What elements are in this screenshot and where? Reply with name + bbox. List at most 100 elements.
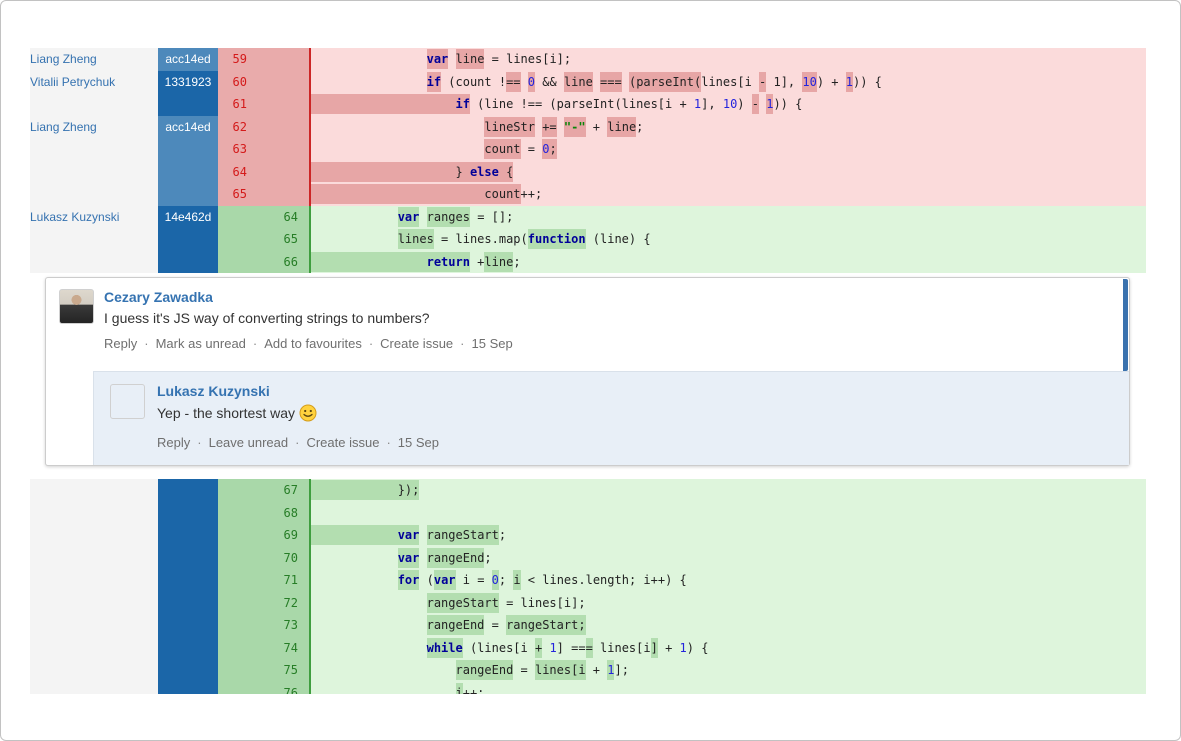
new-line-number[interactable]: 75 <box>252 659 310 682</box>
code-line[interactable]: lineStr += "-" + line; <box>309 115 1146 138</box>
code-token <box>312 683 456 695</box>
code-line[interactable]: rangeEnd = rangeStart; <box>309 614 1146 637</box>
old-line-number[interactable] <box>218 479 252 502</box>
blame-commit-link[interactable]: 14e462d <box>158 205 218 273</box>
action-separator: · <box>386 435 391 450</box>
new-line-number[interactable] <box>252 115 310 138</box>
diff-row: 73 rangeEnd = rangeStart; <box>30 614 1146 637</box>
code-line[interactable]: count++; <box>309 183 1146 206</box>
new-line-number[interactable] <box>252 160 310 183</box>
code-line[interactable]: var rangeEnd; <box>309 546 1146 569</box>
code-token: var <box>397 525 420 545</box>
code-line[interactable]: }); <box>309 479 1146 502</box>
action-link-add-to-favourites[interactable]: Add to favourites <box>264 336 362 351</box>
code-line[interactable]: rangeEnd = lines[i + 1]; <box>309 659 1146 682</box>
code-token: return <box>426 251 470 272</box>
new-line-number[interactable]: 71 <box>252 569 310 592</box>
code-token: = []; <box>469 209 514 224</box>
code-token: ]; <box>614 663 629 677</box>
code-line[interactable]: count = 0; <box>309 138 1146 161</box>
code-line[interactable]: if (count !== 0 && line === (parseInt(li… <box>309 70 1146 93</box>
new-line-number[interactable]: 64 <box>252 205 310 228</box>
code-line[interactable]: var line = lines[i]; <box>309 48 1146 71</box>
action-link-reply[interactable]: Reply <box>104 336 138 351</box>
code-line[interactable]: for (var i = 0; i < lines.length; i++) { <box>309 569 1146 592</box>
blame-commit-link[interactable]: 1331923 <box>158 70 218 116</box>
blame-author-link[interactable]: Liang Zheng <box>30 48 158 71</box>
old-line-number[interactable] <box>218 250 252 273</box>
new-line-number[interactable]: 72 <box>252 591 310 614</box>
blame-author-link[interactable]: Liang Zheng <box>30 115 158 206</box>
new-line-number[interactable]: 70 <box>252 546 310 569</box>
blame-author-link[interactable]: Vitalii Petrychuk <box>30 70 158 116</box>
old-line-number[interactable] <box>218 205 252 228</box>
diff-row: 76 i++; <box>30 681 1146 695</box>
new-line-number[interactable]: 69 <box>252 524 310 547</box>
code-token: = <box>513 663 535 677</box>
old-line-number[interactable]: 59 <box>218 48 252 71</box>
new-line-number[interactable] <box>252 48 310 71</box>
old-line-number[interactable] <box>218 524 252 547</box>
new-line-number[interactable] <box>252 70 310 93</box>
new-line-number[interactable]: 67 <box>252 479 310 502</box>
blame-commit-link[interactable]: acc14ed <box>158 115 218 206</box>
diff-row: 67 }); <box>30 479 1146 694</box>
old-line-number[interactable]: 62 <box>218 115 252 138</box>
blame-author-link[interactable]: Lukasz Kuzynski <box>30 205 158 273</box>
action-link-mark-as-unread[interactable]: Mark as unread <box>155 336 246 351</box>
old-line-number[interactable] <box>218 636 252 659</box>
code-token: && <box>535 74 564 89</box>
old-line-number[interactable] <box>218 228 252 251</box>
old-line-number[interactable]: 65 <box>218 183 252 206</box>
code-line[interactable]: rangeStart = lines[i]; <box>309 591 1146 614</box>
code-line[interactable] <box>309 501 1146 524</box>
code-token: < lines.length; i++) { <box>520 573 687 587</box>
old-line-number[interactable]: 64 <box>218 160 252 183</box>
diff-row: 61 if (line !== (parseInt(lines[i + 1], … <box>30 93 1146 116</box>
new-line-number[interactable]: 74 <box>252 636 310 659</box>
code-token: === <box>600 71 622 92</box>
diff-row: 72 rangeStart = lines[i]; <box>30 591 1146 614</box>
code-token: 1 <box>845 71 853 92</box>
diff-row: 65 lines = lines.map(function (line) { <box>30 228 1146 251</box>
old-line-number[interactable] <box>218 501 252 524</box>
new-line-number[interactable]: 68 <box>252 501 310 524</box>
comment-author-link[interactable]: Cezary Zawadka <box>104 289 213 305</box>
action-link-reply[interactable]: Reply <box>157 435 191 450</box>
new-line-number[interactable]: 73 <box>252 614 310 637</box>
reply-author-link[interactable]: Lukasz Kuzynski <box>157 383 270 399</box>
new-line-number[interactable] <box>252 183 310 206</box>
old-line-number[interactable] <box>218 569 252 592</box>
old-line-number[interactable]: 61 <box>218 93 252 116</box>
code-line[interactable]: return +line; <box>309 250 1146 273</box>
new-line-number[interactable] <box>252 138 310 161</box>
old-line-number[interactable] <box>218 591 252 614</box>
code-token: (line) { <box>585 232 651 246</box>
action-link-create-issue[interactable]: Create issue <box>306 435 380 450</box>
code-line[interactable]: while (lines[i + 1] === lines[i] + 1) { <box>309 636 1146 659</box>
code-line[interactable]: } else { <box>309 160 1146 183</box>
action-link-create-issue[interactable]: Create issue <box>380 336 454 351</box>
new-line-number[interactable]: 76 <box>252 681 310 694</box>
avatar[interactable] <box>110 384 145 419</box>
old-line-number[interactable] <box>218 681 252 694</box>
code-line[interactable]: if (line !== (parseInt(lines[i + 1], 10)… <box>309 93 1146 116</box>
new-line-number[interactable]: 66 <box>252 250 310 273</box>
new-line-number[interactable]: 65 <box>252 228 310 251</box>
code-token: = <box>585 637 593 658</box>
code-line[interactable]: var ranges = []; <box>309 205 1146 228</box>
action-link-leave-unread[interactable]: Leave unread <box>208 435 289 450</box>
blame-commit-link[interactable]: acc14ed <box>158 48 218 71</box>
avatar[interactable] <box>59 289 94 324</box>
code-line[interactable]: var rangeStart; <box>309 524 1146 547</box>
old-line-number[interactable]: 60 <box>218 70 252 93</box>
code-line[interactable]: lines = lines.map(function (line) { <box>309 228 1146 251</box>
code-line[interactable]: i++; <box>309 681 1146 695</box>
old-line-number[interactable] <box>218 614 252 637</box>
old-line-number[interactable] <box>218 546 252 569</box>
code-token: + <box>657 640 680 655</box>
old-line-number[interactable]: 63 <box>218 138 252 161</box>
new-line-number[interactable] <box>252 93 310 116</box>
old-line-number[interactable] <box>218 659 252 682</box>
